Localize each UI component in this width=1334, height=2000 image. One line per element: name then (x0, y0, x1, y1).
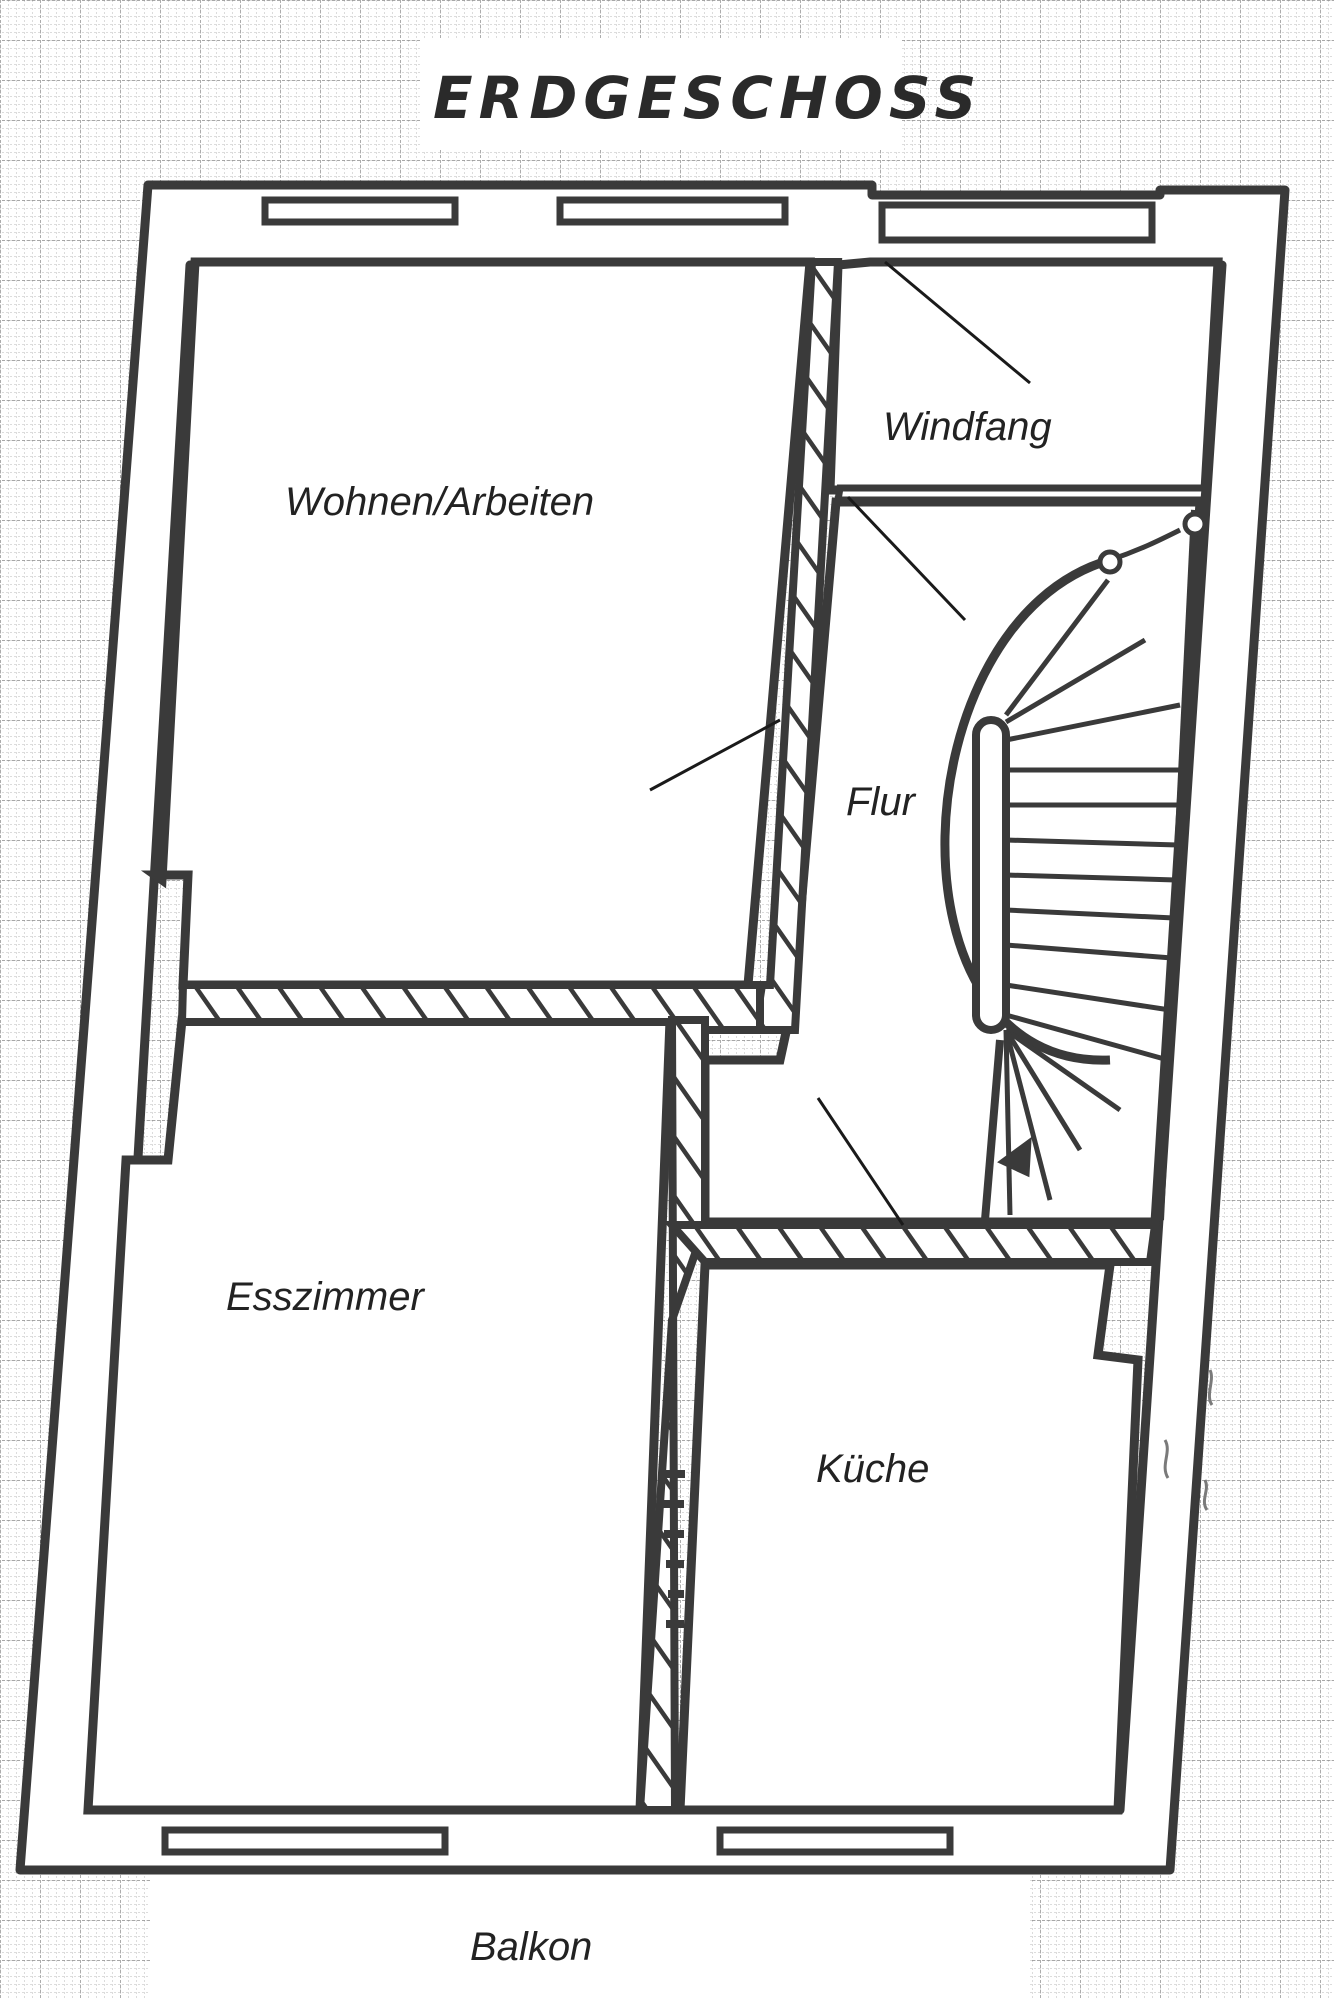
door-line-flur (846, 495, 967, 622)
staircase (940, 509, 1208, 1221)
room-windfang (825, 257, 1223, 495)
balcony-door-right (716, 1826, 954, 1856)
label-balkon: Balkon (470, 1925, 592, 1969)
chimney-marks (660, 1470, 685, 1628)
label-wohnen: Wohnen/Arbeiten (285, 480, 594, 524)
door-entrance (878, 201, 1156, 244)
door-line-windfang (884, 260, 1031, 385)
pencil-marks (1163, 1369, 1214, 1511)
label-windfang: Windfang (883, 405, 1052, 449)
title: ERDGESCHOSS (433, 64, 982, 132)
wall-windfang-flur (833, 484, 1209, 504)
door-line-kueche (816, 1097, 905, 1226)
room-kueche (675, 1260, 1143, 1815)
wall-flur-kueche (663, 1221, 1160, 1266)
wall-esszimmer-kueche (635, 1016, 709, 1814)
window-top-left (261, 196, 459, 226)
label-kueche: Küche (816, 1447, 929, 1491)
door-line-wohnen (649, 718, 781, 792)
label-flur: Flur (846, 780, 917, 824)
label-esszimmer: Esszimmer (226, 1275, 425, 1319)
window-top-center (556, 196, 789, 226)
balcony-door-left (161, 1826, 449, 1856)
title-backdrop (420, 40, 900, 150)
room-esszimmer (83, 1015, 675, 1815)
room-wohnen (140, 257, 815, 990)
balcony-area (150, 1870, 1030, 2000)
